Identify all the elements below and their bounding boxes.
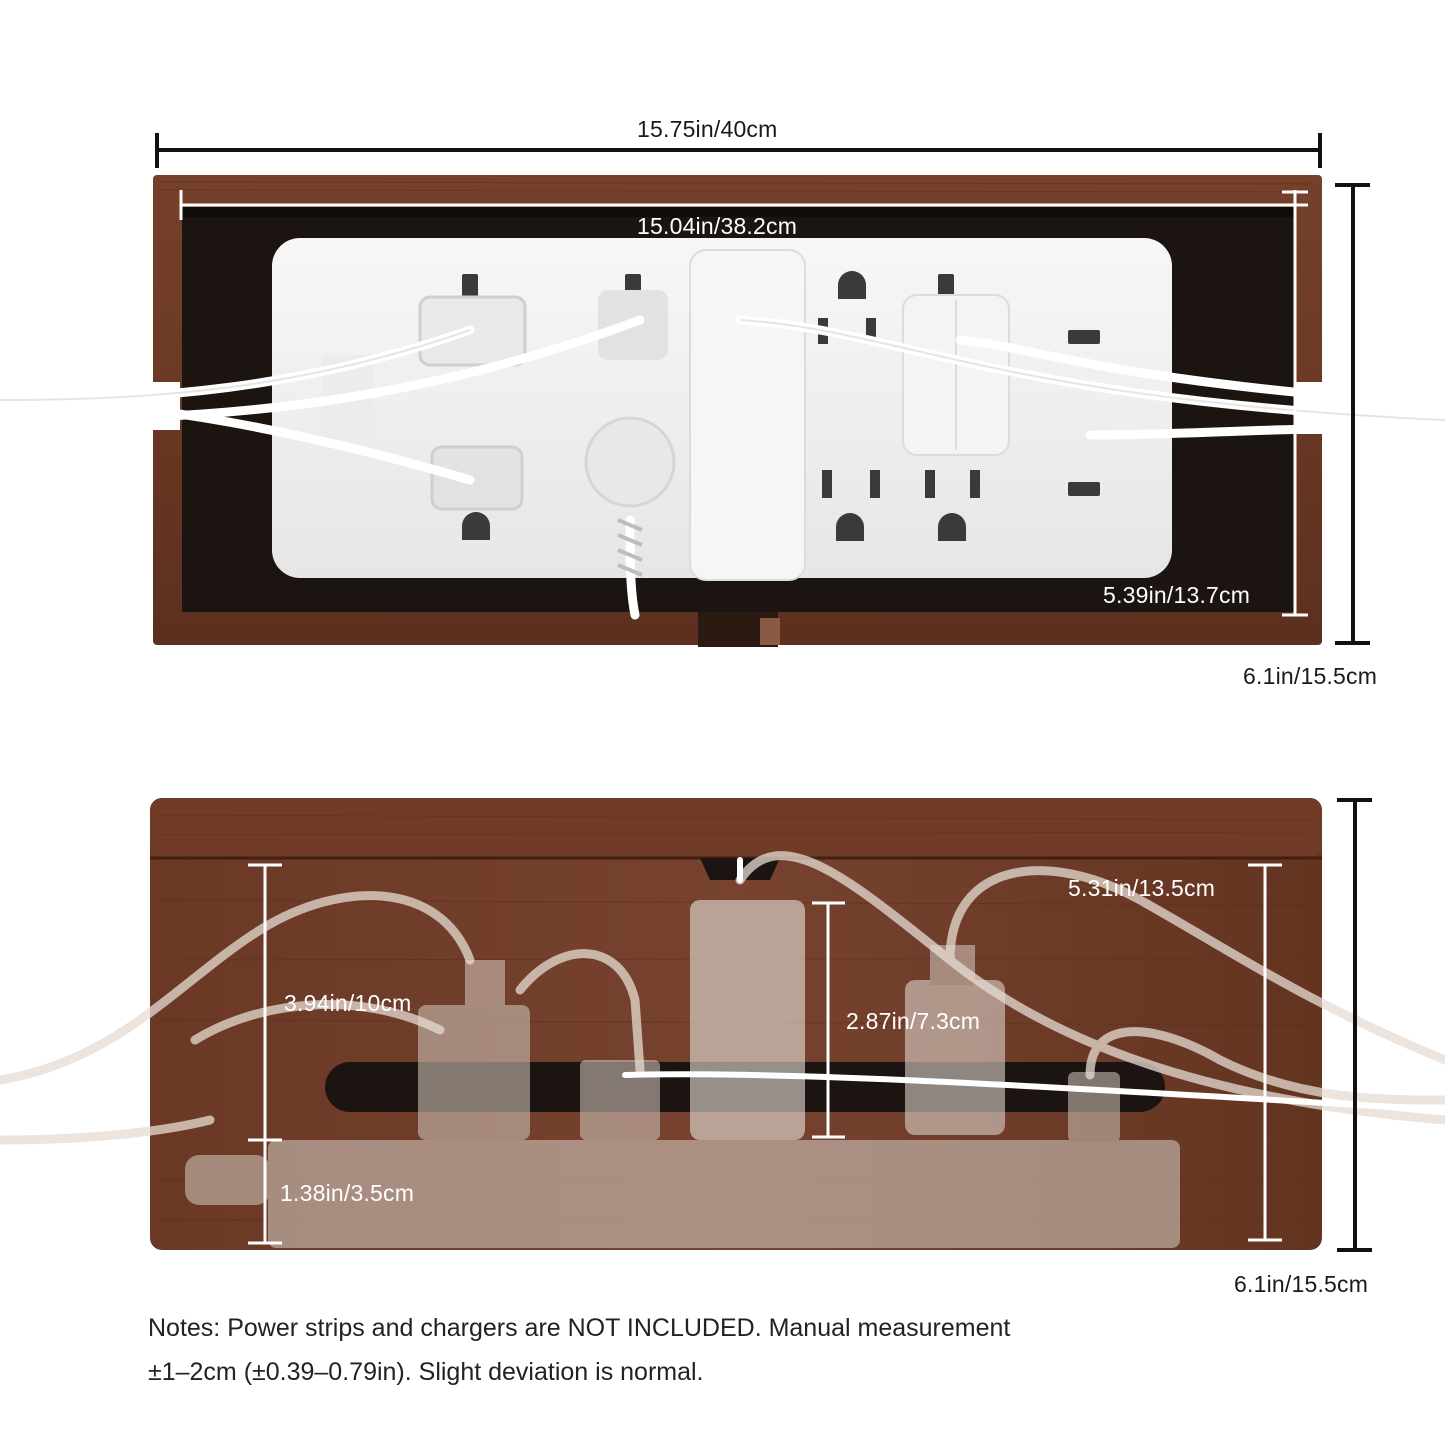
strip-height-label: 1.38in/3.5cm [280, 1180, 415, 1206]
power-strip-top [0, 238, 1445, 620]
notes-line-2: ±1–2cm (±0.39–0.79in). Slight deviation … [148, 1358, 704, 1386]
top-dimension-lines [155, 133, 1370, 645]
front-view-cables [0, 851, 1445, 1145]
inner-width-label: 15.04in/38.2cm [637, 213, 798, 239]
slot-height-label: 3.94in/10cm [284, 990, 412, 1016]
outer-height-label: 6.1in/15.5cm [1234, 1271, 1369, 1297]
inner-height-label: 5.31in/13.5cm [1068, 875, 1216, 901]
outer-depth-label: 6.1in/15.5cm [1243, 663, 1378, 689]
front-view-white-cables [622, 857, 1445, 1113]
charger-height-label: 2.87in/7.3cm [846, 1008, 981, 1034]
front-view-contents [185, 900, 1180, 1248]
front-dimension-lines [248, 798, 1372, 1252]
outer-width-label: 15.75in/40cm [637, 116, 778, 142]
notes-line-1: Notes: Power strips and chargers are NOT… [148, 1314, 1011, 1342]
notes-text: Notes: Power strips and chargers are NOT… [148, 1306, 1248, 1394]
inner-depth-label: 5.39in/13.7cm [1103, 582, 1251, 608]
